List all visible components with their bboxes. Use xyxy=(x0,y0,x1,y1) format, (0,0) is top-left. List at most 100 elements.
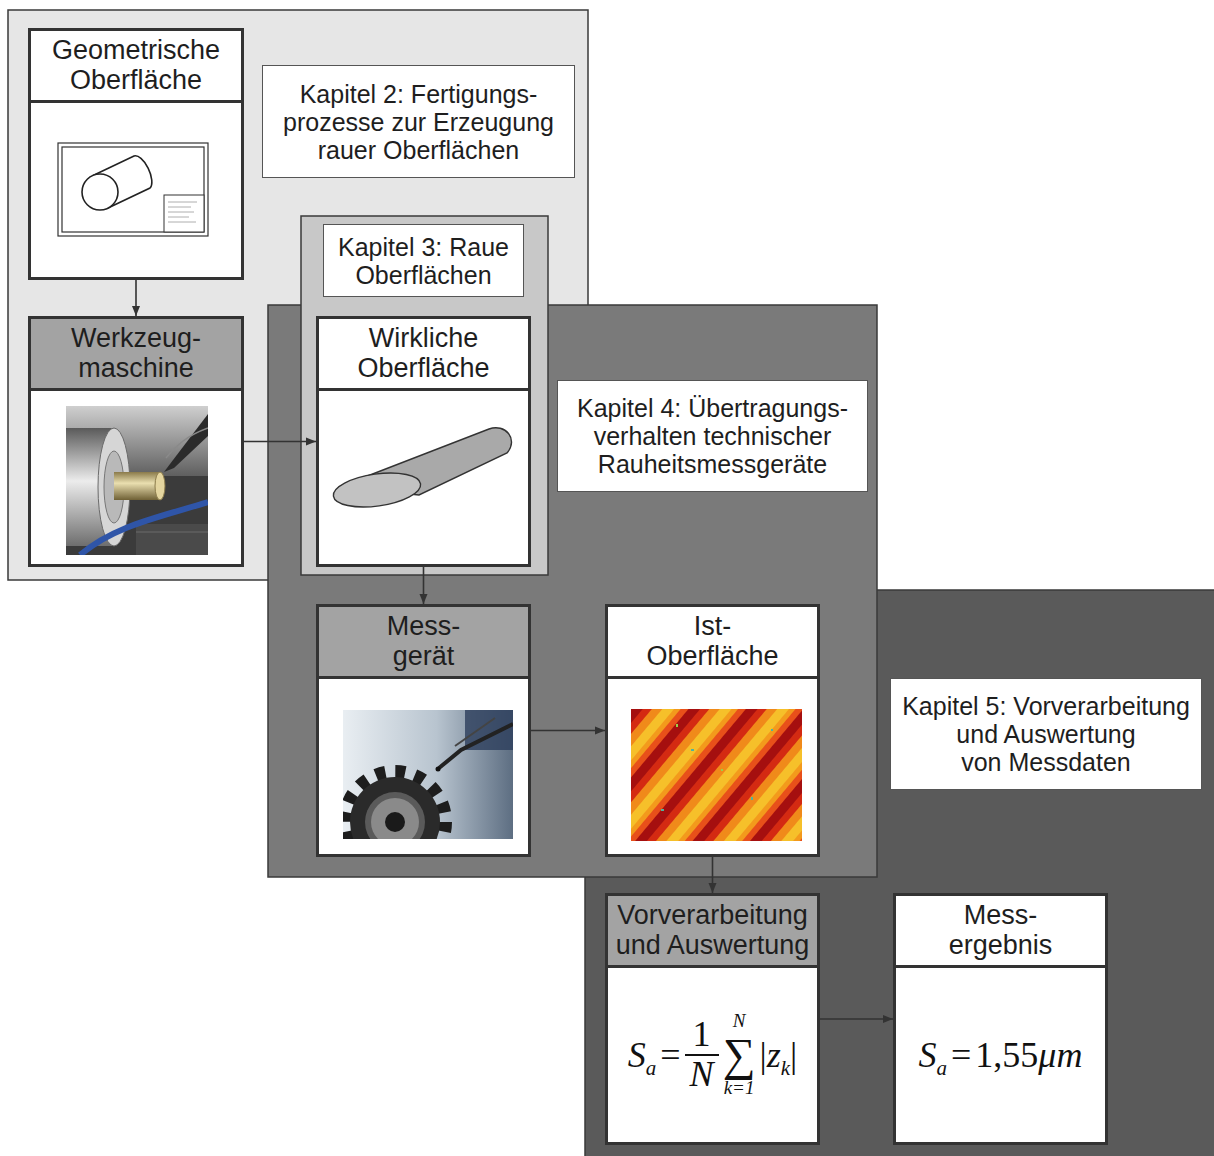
flow-arrow xyxy=(531,730,605,732)
topography-image xyxy=(691,749,694,751)
box-title: Geometrische Oberfläche xyxy=(34,36,238,95)
gauge-photo xyxy=(385,812,405,832)
formula-group: |zk| xyxy=(759,1037,797,1073)
box-title: Vorverarbeitung und Auswertung xyxy=(611,901,814,960)
lathe-photo xyxy=(136,532,208,533)
formula-symbol: = xyxy=(660,1037,680,1073)
formula-group: Sa xyxy=(628,1037,657,1073)
chapter-heading-box: Kapitel 4: Übertragungs- verhalten techn… xyxy=(557,380,868,492)
topography-image xyxy=(751,797,753,800)
flow-arrow xyxy=(244,441,316,443)
chapter-region xyxy=(268,305,877,877)
technical-drawing xyxy=(31,103,240,276)
topography-image xyxy=(661,729,773,811)
flow-arrow xyxy=(135,280,137,316)
formula-group: = xyxy=(660,1037,680,1073)
gauge-photo xyxy=(345,772,445,839)
lathe-photo xyxy=(155,472,165,500)
formula-symbol: | xyxy=(790,1037,797,1073)
formula-symbol: 1 xyxy=(688,1016,716,1054)
process-box: Wirkliche Oberfläche xyxy=(316,316,531,567)
gauge-photo xyxy=(343,710,513,839)
flow-arrow xyxy=(712,857,714,893)
chapter-heading: Kapitel 3: Raue Oberflächen xyxy=(329,233,518,289)
box-header: Werkzeug- maschine xyxy=(31,319,241,391)
technical-drawing xyxy=(168,212,194,213)
technical-drawing xyxy=(168,217,189,218)
formula-symbol: S xyxy=(628,1037,646,1073)
box-body: Sa=1,55μm xyxy=(896,968,1105,1142)
box-header: Vorverarbeitung und Auswertung xyxy=(608,896,817,968)
topography-image xyxy=(771,729,773,731)
gauge-photo xyxy=(436,767,441,772)
process-box: Vorverarbeitung und AuswertungSa=1NN∑k=1… xyxy=(605,893,820,1145)
topography-image xyxy=(721,769,723,771)
formula-symbol: k xyxy=(781,1058,790,1079)
formula: Sa=1,55μm xyxy=(896,968,1105,1142)
flow-arrow xyxy=(820,1018,893,1020)
technical-drawing xyxy=(168,202,197,203)
chapter-heading-box: Kapitel 3: Raue Oberflächen xyxy=(323,224,524,297)
formula-group: = xyxy=(951,1037,971,1073)
formula-symbol: μm xyxy=(1038,1037,1082,1073)
box-body xyxy=(608,679,817,854)
process-box: Werkzeug- maschine xyxy=(28,316,244,567)
formula-group: 1N xyxy=(685,1016,719,1094)
lathe-photo xyxy=(66,406,208,555)
chapter-heading: Kapitel 5: Vorverarbeitung und Auswertun… xyxy=(896,692,1196,776)
box-title: Mess- ergebnis xyxy=(949,901,1053,960)
technical-drawing xyxy=(168,202,197,222)
chapter-heading-box: Kapitel 2: Fertigungs- prozesse zur Erze… xyxy=(262,65,575,178)
technical-drawing xyxy=(58,143,208,236)
box-header: Mess- ergebnis xyxy=(896,896,1105,968)
box-header: Wirkliche Oberfläche xyxy=(319,319,528,391)
formula-group: 1,55μm xyxy=(975,1037,1082,1073)
formula-symbol: k=1 xyxy=(724,1078,755,1099)
formula-symbol: N xyxy=(685,1054,719,1094)
flow-arrow xyxy=(423,567,425,604)
cylinder-drawing xyxy=(319,391,528,564)
box-body xyxy=(31,103,241,277)
gauge-photo xyxy=(345,772,445,839)
lathe-photo xyxy=(114,472,160,500)
topography-image xyxy=(631,709,802,841)
topography-image xyxy=(631,709,802,841)
chapter-heading: Kapitel 4: Übertragungs- verhalten techn… xyxy=(563,394,862,478)
box-title: Mess- gerät xyxy=(387,612,461,671)
formula: Sa=1NN∑k=1|zk| xyxy=(608,968,817,1142)
box-header: Ist- Oberfläche xyxy=(608,607,817,679)
gauge-photo xyxy=(365,792,425,839)
formula-symbol: | xyxy=(759,1037,766,1073)
formula-group: Sa xyxy=(919,1037,948,1073)
topography-image xyxy=(661,809,664,811)
chapter-heading: Kapitel 2: Fertigungs- prozesse zur Erze… xyxy=(268,80,569,164)
formula-symbol: = xyxy=(951,1037,971,1073)
technical-drawing xyxy=(62,147,204,232)
gauge-photo xyxy=(455,718,495,746)
process-box: Mess- gerät xyxy=(316,604,531,857)
box-title: Wirkliche Oberfläche xyxy=(322,324,525,383)
gauge-photo xyxy=(350,777,440,839)
process-box: Mess- ergebnisSa=1,55μm xyxy=(893,893,1108,1145)
topography-image xyxy=(676,724,678,727)
lathe-photo xyxy=(136,524,208,555)
chapter-panel: Kapitel 4: Übertragungs- verhalten techn… xyxy=(268,305,877,877)
chapter-region xyxy=(585,590,1214,1156)
chapter-panel: Kapitel 5: Vorverarbeitung und Auswertun… xyxy=(585,590,1214,1156)
lathe-photo xyxy=(164,414,208,472)
box-header: Mess- gerät xyxy=(319,607,528,679)
technical-drawing xyxy=(82,174,118,210)
technical-drawing xyxy=(168,207,191,208)
formula-symbol: S xyxy=(919,1037,937,1073)
box-header: Geometrische Oberfläche xyxy=(31,31,241,103)
box-body: Sa=1NN∑k=1|zk| xyxy=(608,968,817,1142)
chapter-heading-box: Kapitel 5: Vorverarbeitung und Auswertun… xyxy=(890,678,1202,790)
chapter-panel: Kapitel 3: Raue OberflächenWirkliche Obe… xyxy=(301,216,548,575)
process-box: Ist- Oberfläche xyxy=(605,604,820,857)
box-body xyxy=(319,679,528,854)
formula-symbol: z xyxy=(767,1037,781,1073)
technical-drawing xyxy=(164,195,204,232)
box-title: Ist- Oberfläche xyxy=(646,612,778,671)
